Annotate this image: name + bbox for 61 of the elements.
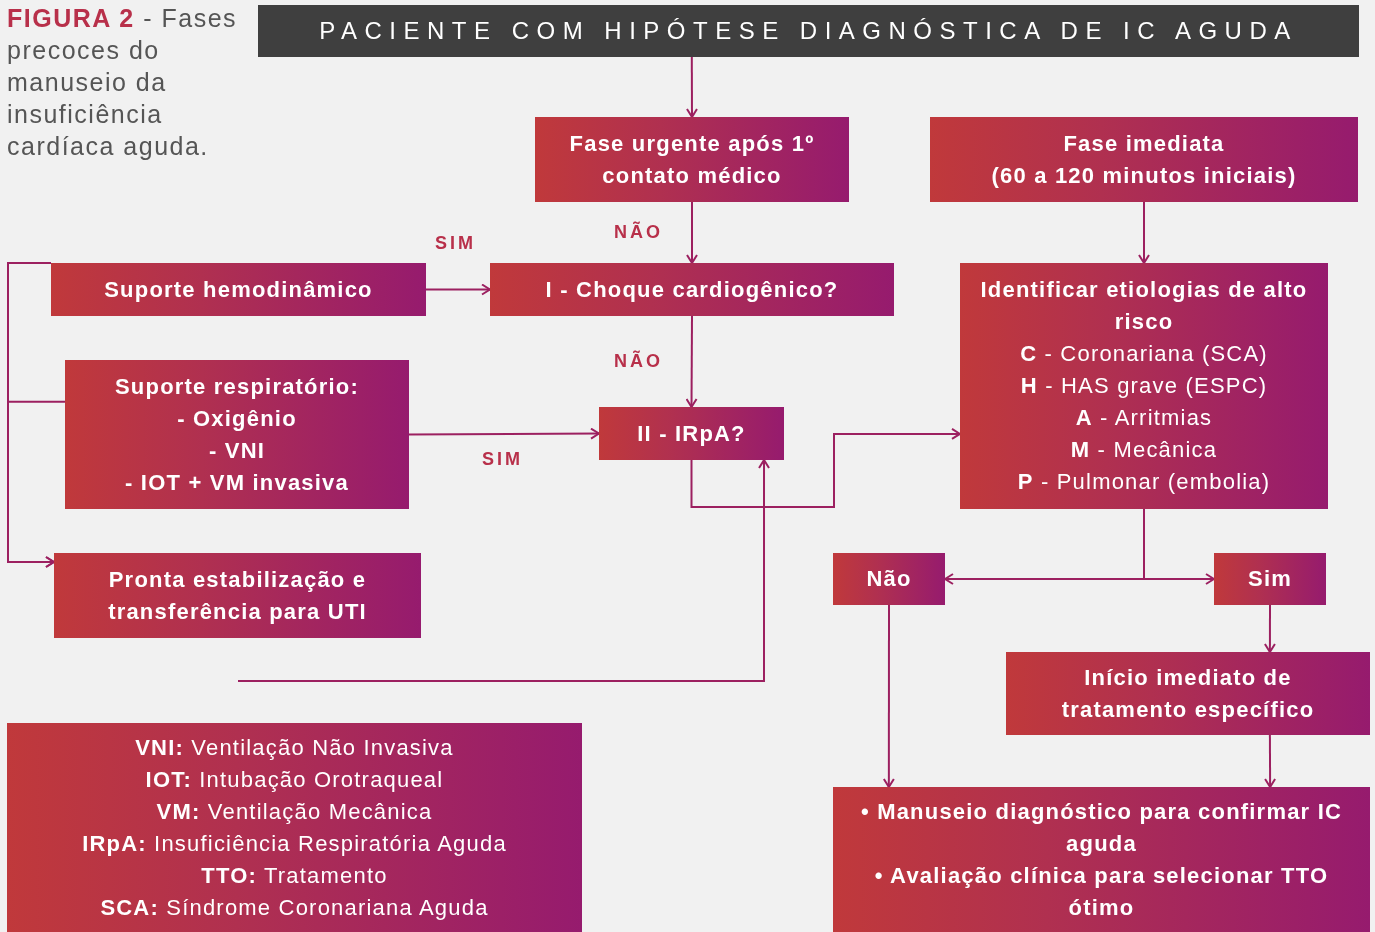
arrow (1264, 734, 1277, 788)
box-label: - Oxigênio (177, 404, 297, 433)
edge-label: SIM (435, 233, 476, 254)
arrow (686, 201, 698, 264)
box-label: A - Arritmias (1075, 404, 1213, 432)
figure-title: FIGURA 2 - Fases precoces do manuseio da insuficiência cardíaca aguda. (7, 3, 239, 162)
etiology-box (960, 263, 1328, 509)
box-label: - VNI (208, 436, 266, 465)
box-label: TTO: Tratamento (201, 861, 388, 890)
box-label: SCA: Síndrome Coronariana Aguda (100, 893, 489, 922)
box-label: M - Mecânica (1070, 436, 1218, 464)
process-box (65, 360, 409, 509)
box-label: H - HAS grave (ESPC) (1020, 372, 1268, 400)
box-label: P - Pulmonar (embolia) (1017, 468, 1271, 496)
box-label: Fase imediata (1063, 129, 1225, 158)
edge-label: NÃO (614, 222, 663, 243)
box-label: Fase urgente após 1º contato médico (568, 129, 816, 190)
process-box (833, 787, 1370, 932)
arrow (690, 427, 961, 508)
box-label: • Manuseio diagnóstico para confirmar IC aguda (859, 797, 1344, 858)
box-label: Identificar etiologias de alto risco (979, 276, 1309, 336)
box-label: C - Coronariana (SCA) (1020, 340, 1268, 368)
phase-box (930, 117, 1358, 202)
arrow (882, 604, 895, 788)
abbreviation-panel (7, 723, 582, 932)
box-label: IRpA: Insuficiência Respiratória Aguda (82, 829, 507, 858)
box-label: Sim (1248, 565, 1292, 593)
decision-box (490, 263, 894, 316)
box-label: I - Choque cardiogênico? (545, 275, 839, 304)
arrow (408, 427, 600, 440)
decision-box (599, 407, 784, 460)
edge-label: NÃO (614, 351, 663, 372)
process-box (51, 263, 426, 316)
box-label: Pronta estabilização e transferência para UTI (107, 565, 368, 626)
arrow (685, 56, 698, 118)
box-label: - IOT + VM invasiva (125, 468, 349, 497)
arrow (237, 459, 770, 682)
box-label: VM: Ventilação Mecânica (156, 797, 433, 826)
answer-box (833, 553, 945, 605)
header-bar (258, 5, 1359, 57)
box-label: PACIENTE COM HIPÓTESE DIAGNÓSTICA DE IC AGUDA (319, 16, 1298, 46)
box-label: Suporte respiratório: (115, 372, 359, 401)
box-label: IOT: Intubação Orotraqueal (145, 765, 444, 794)
arrow (685, 315, 698, 408)
arrow (425, 283, 491, 296)
process-box (54, 553, 421, 638)
box-label: (60 a 120 minutos iniciais) (991, 161, 1297, 190)
phase-box (535, 117, 849, 202)
process-box (1006, 652, 1370, 735)
arrow (1138, 201, 1150, 264)
arrow (7, 400, 66, 568)
box-label: • Avaliação clínica para selecionar TTO ótimo (873, 861, 1330, 922)
box-label: Início imediato de tratamento específico (1060, 663, 1316, 724)
answer-box (1214, 553, 1326, 605)
box-label: II - IRpA? (637, 419, 746, 448)
box-label: VNI: Ventilação Não Invasiva (135, 733, 454, 762)
arrow (1263, 604, 1276, 653)
box-label: Não (866, 565, 912, 593)
arrow (1143, 508, 1215, 585)
edge-label: SIM (482, 449, 523, 470)
box-label: Suporte hemodinâmico (104, 275, 373, 304)
